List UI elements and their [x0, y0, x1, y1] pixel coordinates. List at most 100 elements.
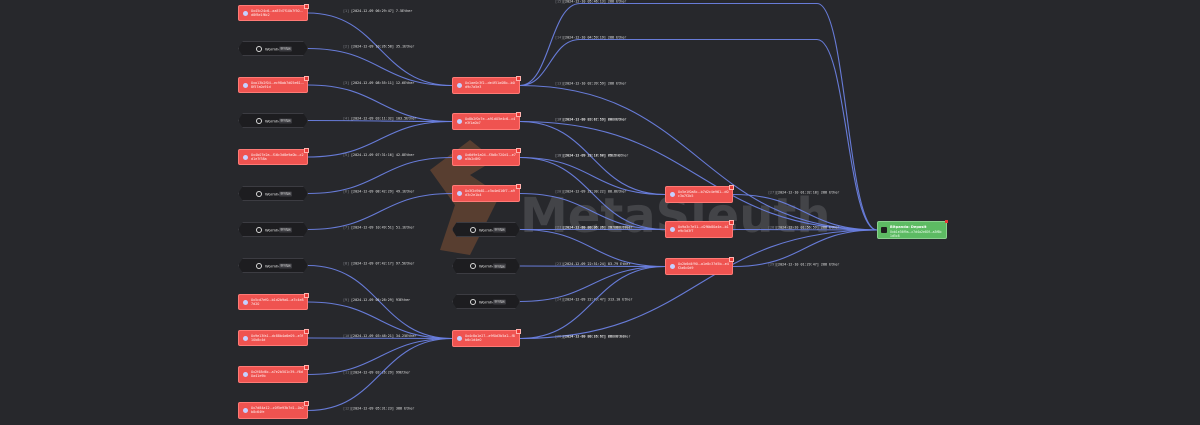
address-text: 0x9e13fa1...dc88b4a6e09...e3f10b8c4d [251, 334, 303, 343]
address-node[interactable]: 0x2f48d6c...a7e2b501c39...f6d0a41e9b [238, 365, 309, 383]
ethereum-icon [457, 191, 462, 196]
transfer-edge[interactable] [307, 12, 453, 87]
address-node[interactable]: 0x8b2f0c7e...a91d05e4c6...c4e3f1a0b7 [452, 112, 521, 130]
bridge-name: Wormhole [265, 118, 285, 123]
transfer-edge[interactable] [307, 120, 453, 158]
address-node[interactable]: 0x45c24c6...aa87d7f10b7f50...d8f8e1f6c2 [238, 4, 309, 21]
edge-label: [2024-12-10 00:26:51] 288 Ether [563, 334, 626, 338]
edge-label: [2024-12-09 08:55:11] 12.6Ether [351, 81, 414, 85]
transfer-edge[interactable] [307, 192, 453, 231]
transfer-edge[interactable] [519, 228, 666, 268]
flag-icon [304, 329, 309, 334]
transfer-edge[interactable] [519, 229, 878, 340]
bridge-tag: Bridge [279, 263, 293, 268]
transfer-edge[interactable] [519, 38, 878, 231]
ethereum-icon [243, 372, 248, 377]
ethereum-icon [457, 119, 462, 124]
address-node[interactable]: 0x9a3c7e51...d2f6b80a4e...b1e9c5d3f7 [665, 220, 734, 238]
edge-label: [2024-12-09 03:48:21] 34.25Ether [351, 334, 416, 338]
address-node[interactable]: 0x4b07e2a...f16c3d8e9a0b...c2d1e7f38a [238, 148, 309, 165]
edge-label: [2024-12-09 06:29:47] 7.5Ether [351, 9, 412, 13]
transfer-edge[interactable] [519, 120, 878, 231]
address-node[interactable]: 0x6d9e1a04...f3b8c720d1...e7a5b2c8f0 [452, 148, 521, 166]
edge-label: [2024-12-09 22:51:24] 83.79 Ether [563, 262, 630, 266]
transfer-edge[interactable] [307, 337, 453, 376]
address-text: 0x45c24c6...aa87d7f10b7f50...d8f8e1f6c2 [251, 9, 303, 18]
flag-icon [516, 184, 521, 189]
bridge-name: Wormhole [265, 263, 285, 268]
wormhole-icon [256, 190, 262, 197]
wormhole-icon [470, 298, 476, 305]
transfer-edge[interactable] [519, 265, 666, 268]
edge-label: [2024-12-09 10:49:51] 51.1Ether [351, 225, 414, 229]
flag-icon [304, 293, 309, 298]
ethereum-icon [670, 192, 675, 197]
edge-index-label: [29] [768, 262, 776, 266]
bridge-name: Wormhole [479, 299, 499, 304]
transfer-edge[interactable] [519, 192, 666, 231]
wormhole-icon [256, 262, 262, 269]
address-node[interactable]: 0x9e13fa1...dc88b4a6e09...e3f10b8c4d [238, 329, 309, 346]
transfer-edge[interactable] [519, 265, 666, 303]
transfer-edge[interactable] [732, 228, 878, 231]
transfer-edge[interactable] [307, 337, 453, 340]
transfer-edge[interactable] [307, 264, 453, 340]
edge-index-label: [1] [343, 9, 349, 13]
edge-index-label: [4] [343, 116, 349, 120]
transfer-edge[interactable] [307, 301, 453, 340]
address-node[interactable]: 0x4c8a1e27...e9f0d3b5a2...f8b6c1d4e0 [452, 329, 521, 347]
bridge-tag: Bridge [493, 299, 507, 304]
transfer-edge[interactable] [732, 193, 878, 231]
edge-label: [2024-12-10 01:32:18] 288 Ether [776, 190, 839, 194]
edge-index-label: [26] [555, 334, 563, 338]
transfer-edge[interactable] [519, 120, 666, 196]
edge-index-label: [2] [343, 44, 349, 48]
transfer-edge[interactable] [519, 265, 666, 340]
edge-index-label: [20] [555, 189, 563, 193]
ethereum-icon [243, 408, 248, 413]
address-node[interactable]: 0x1ae0c3f2...de4f51a08b...b0d9c7a5e3 [452, 76, 521, 94]
transfer-edge[interactable] [307, 84, 453, 123]
transfer-edge[interactable] [519, 84, 878, 231]
edge-index-label: [11] [343, 370, 351, 374]
address-node[interactable]: 0x7d84a12...c0f5e93b7d1...0a2b8c64fe [238, 401, 309, 419]
transfer-edge[interactable] [519, 156, 666, 196]
transfer-edge[interactable] [519, 156, 666, 231]
address-text: 0x3f2d9b81...c5a4e016f7...a9d3c2e1b4 [465, 189, 515, 198]
edge-index-label: [22] [555, 225, 563, 229]
bridge-tag: Bridge [279, 191, 293, 196]
edge-index-label: [5] [343, 153, 349, 157]
edge-index-label: [6] [343, 189, 349, 193]
ethereum-icon [243, 10, 248, 16]
transfer-edge[interactable] [307, 47, 453, 87]
address-node[interactable]: 0x5cd7ef0...b1d2b9a0...a7c4e87d20 [238, 293, 309, 310]
transfer-edge[interactable] [307, 119, 453, 123]
transfer-edge[interactable] [519, 2, 878, 231]
address-node[interactable]: 0xa13b2f04...ec98ab7d05e61...8f57a0c91d [238, 76, 309, 93]
address-text: 0x2b6d4f90...a1e8c37d5b...e4f2a6c0d9 [678, 262, 729, 271]
address-text: 0x8b2f0c7e...a91d05e4c6...c4e3f1a0b7 [465, 117, 516, 126]
transfer-edge[interactable] [307, 156, 453, 195]
flag-icon [304, 76, 309, 81]
address-node[interactable]: 0x2b6d4f90...a1e8c37d5b...e4f2a6c0d9 [665, 257, 734, 275]
address-text: 0x5cd7ef0...b1d2b9a0...a7c4e87d20 [251, 298, 304, 307]
address-node[interactable]: 0x5e1f0a8c...b7d2c4e961...d0c3a7f2b5 [665, 185, 734, 203]
transfer-edge[interactable] [732, 229, 878, 268]
edge-index-label: [8] [343, 261, 349, 265]
edge-index-label: [19] [555, 153, 563, 157]
edge-label: [2024-12-10 01:56:59] 288 Ether [776, 225, 839, 229]
address-node[interactable]: 0x3f2d9b81...c5a4e016f7...a9d3c2e1b4 [452, 184, 521, 202]
edge-label: [2024-12-09 05:28:29] 93Ether [351, 298, 410, 302]
edge-index-label: [10] [343, 334, 351, 338]
transfer-edge[interactable] [307, 337, 453, 412]
